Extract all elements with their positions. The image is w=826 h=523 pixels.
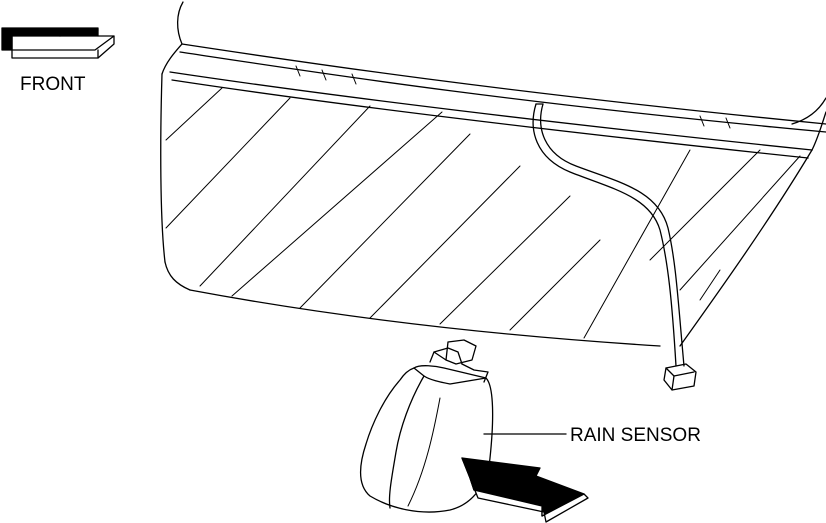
glass-hatching <box>165 87 801 339</box>
windshield-outline <box>160 1 826 347</box>
rain-sensor-label: RAIN SENSOR <box>570 425 701 446</box>
front-label: FRONT <box>20 74 86 95</box>
harness-connector-icon <box>663 363 697 391</box>
install-direction-arrow-icon <box>461 457 589 523</box>
sensor-harness-wire <box>532 103 685 367</box>
rain-sensor-unit <box>359 339 494 513</box>
front-direction-arrow-icon <box>1 27 115 59</box>
